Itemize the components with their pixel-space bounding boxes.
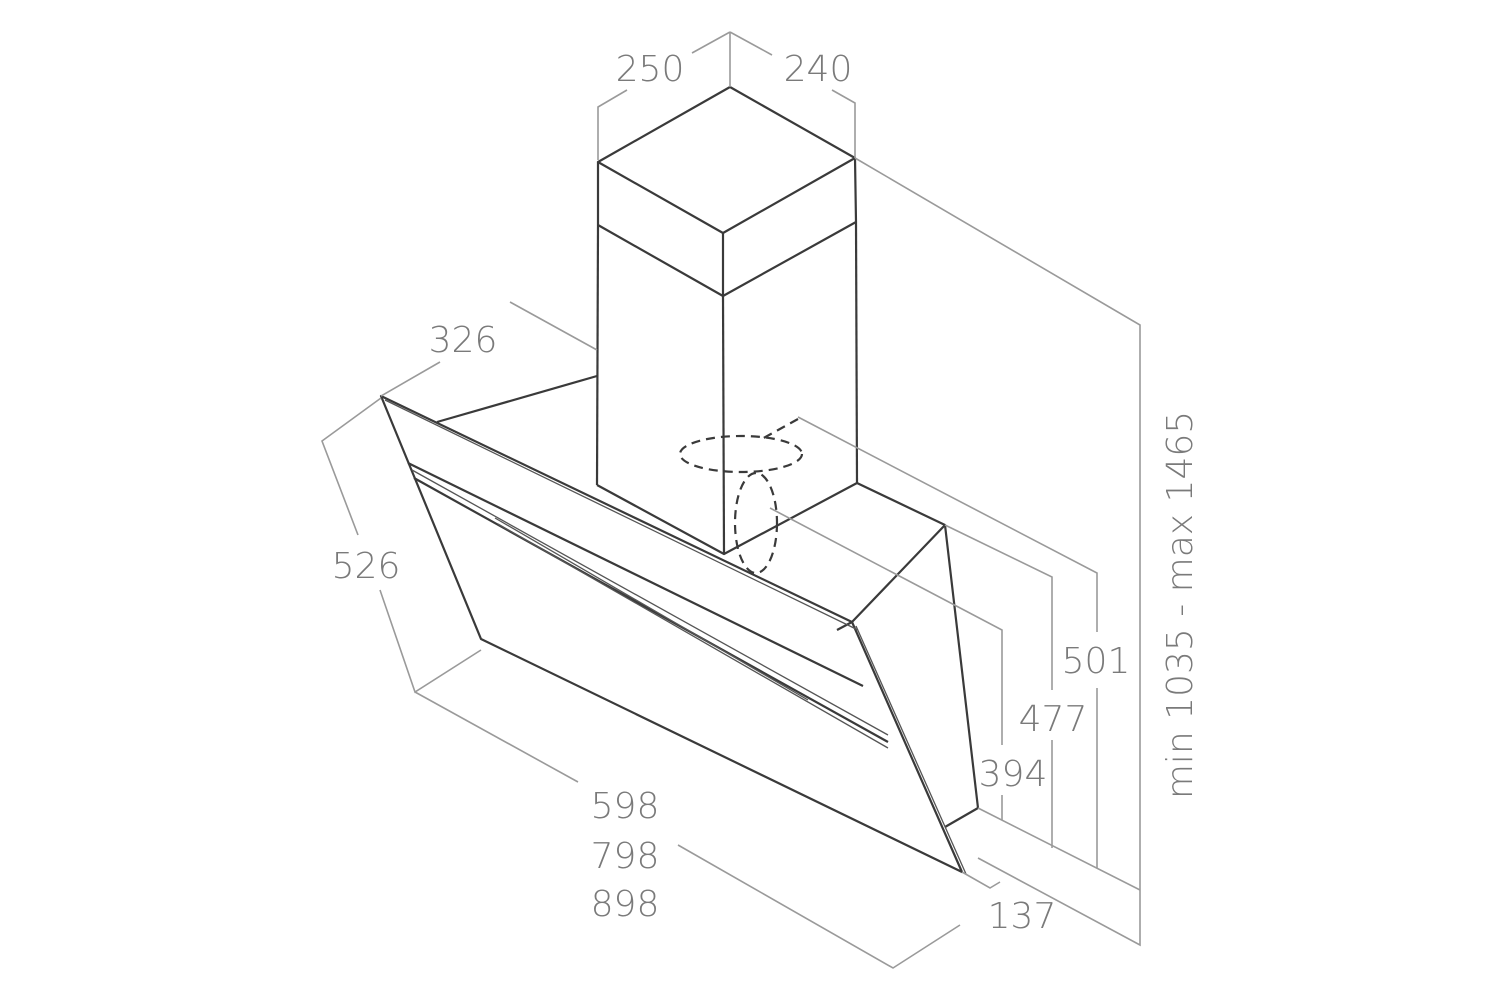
dim-477-upper xyxy=(944,524,1053,690)
dim-250-leader xyxy=(691,31,731,54)
canopy-right-side xyxy=(856,482,980,828)
dim-326-leader xyxy=(380,361,441,397)
control-strip-top xyxy=(407,462,864,687)
label-total-height: min 1035 - max 1465 xyxy=(1160,411,1201,799)
dim-394-upper xyxy=(769,507,1003,745)
label-326: 326 xyxy=(429,320,498,361)
label-526: 526 xyxy=(332,546,401,587)
canopy-top-left xyxy=(436,374,598,424)
top-outlet-dashed xyxy=(678,434,804,474)
chimney-right-edge xyxy=(854,221,859,484)
chimney-top-face xyxy=(596,85,857,235)
canopy-front-fold xyxy=(836,524,946,631)
dim-526-lower xyxy=(379,589,482,694)
control-strip-line xyxy=(411,469,889,736)
dim-526-upper xyxy=(321,397,382,536)
rear-outlet-dashed xyxy=(733,471,779,575)
chimney-base xyxy=(596,482,858,556)
dim-250-line xyxy=(597,89,628,160)
label-250: 250 xyxy=(616,49,685,90)
glass-side-edge xyxy=(855,625,967,875)
dimension-lines xyxy=(321,31,1141,969)
glass-top-edge xyxy=(384,399,859,631)
label-240: 240 xyxy=(784,49,853,90)
chimney-left-edge xyxy=(595,224,600,486)
glass-panel xyxy=(379,394,964,874)
hood-outline xyxy=(379,85,980,875)
dim-137-line xyxy=(961,871,1001,889)
label-477: 477 xyxy=(1019,699,1088,740)
label-137: 137 xyxy=(988,896,1057,937)
label-598: 598 xyxy=(591,786,660,827)
dim-240-line xyxy=(831,89,856,158)
label-798: 798 xyxy=(591,836,660,877)
dim-width-right xyxy=(677,844,961,969)
dim-240-leader xyxy=(729,31,773,56)
label-501: 501 xyxy=(1062,641,1131,682)
control-strip-detail-2 xyxy=(497,523,889,749)
dimension-labels: 250 240 326 526 598 798 898 394 477 501 … xyxy=(332,49,1201,937)
dim-base-line xyxy=(977,807,1141,891)
label-898: 898 xyxy=(591,884,660,925)
dim-total-height-line xyxy=(854,157,1141,947)
chimney-front-edge xyxy=(721,295,726,555)
control-strip-detail xyxy=(494,517,809,701)
control-strip-bottom xyxy=(413,477,889,743)
label-394: 394 xyxy=(979,754,1048,795)
dim-326-line xyxy=(509,301,598,351)
dim-width-left xyxy=(414,691,579,783)
outlet-dash-line xyxy=(759,418,799,441)
dim-501-upper xyxy=(797,416,1098,632)
